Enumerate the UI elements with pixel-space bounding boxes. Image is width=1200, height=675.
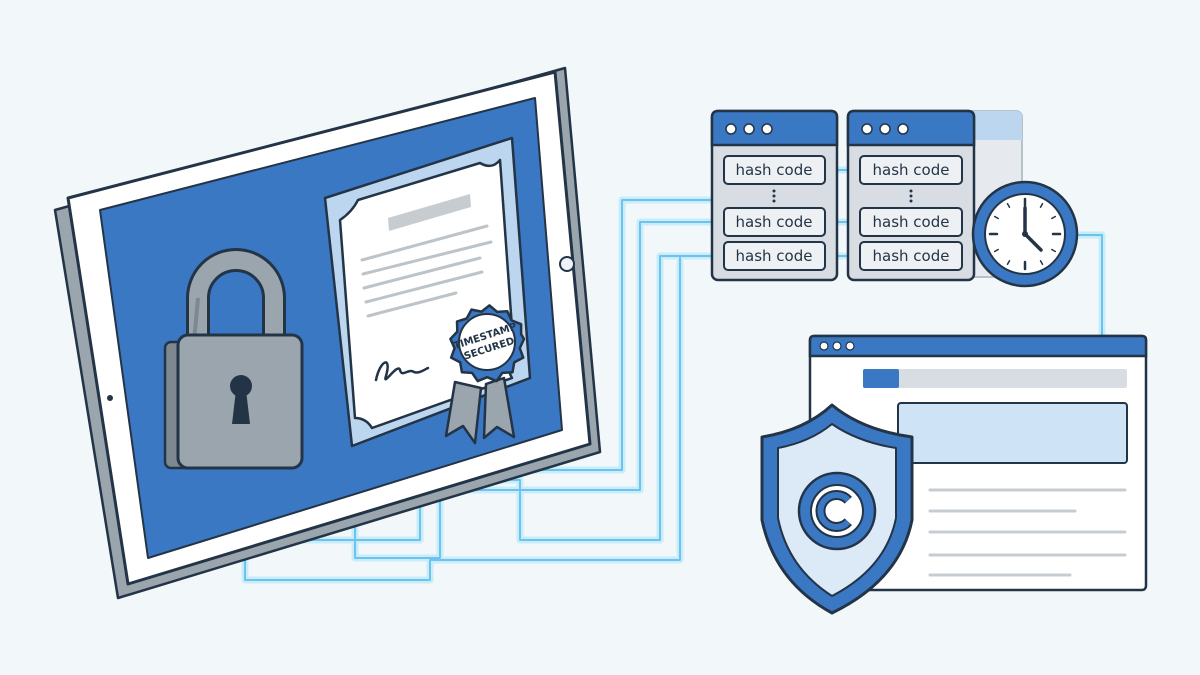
hash-row xyxy=(723,241,826,271)
padlock-icon xyxy=(163,248,304,470)
hash-row xyxy=(859,241,963,271)
shield-icon xyxy=(760,403,914,615)
signature xyxy=(374,361,430,382)
hash-panel-2: hash code hash code hash code xyxy=(846,109,976,282)
ellipsis-icon xyxy=(772,189,776,203)
hash-row xyxy=(723,155,826,185)
hash-row xyxy=(723,207,826,237)
tablet-camera xyxy=(107,395,113,401)
progress-fill xyxy=(863,369,899,388)
hash-row-label: hash code xyxy=(873,213,950,231)
hash-row-label: hash code xyxy=(736,247,813,265)
content-block xyxy=(897,402,1128,464)
browser-window xyxy=(808,334,1148,592)
hash-panel-1: hash code hash code hash code xyxy=(710,109,839,282)
seal-icon: TIMESTAMP SECURED xyxy=(444,304,526,445)
tablet-home-button xyxy=(559,256,575,272)
hash-row-label: hash code xyxy=(736,161,813,179)
address-bar xyxy=(863,369,1127,388)
hash-row-label: hash code xyxy=(736,213,813,231)
hash-row xyxy=(859,155,963,185)
hash-row xyxy=(859,207,963,237)
ellipsis-icon xyxy=(909,189,913,203)
clock-icon xyxy=(971,180,1079,288)
hash-row-label: hash code xyxy=(873,247,950,265)
copyright-icon xyxy=(797,471,877,551)
keyhole xyxy=(230,375,252,397)
hash-panels: hash code hash code hash code hash code … xyxy=(710,109,1023,282)
hash-row-label: hash code xyxy=(873,161,950,179)
